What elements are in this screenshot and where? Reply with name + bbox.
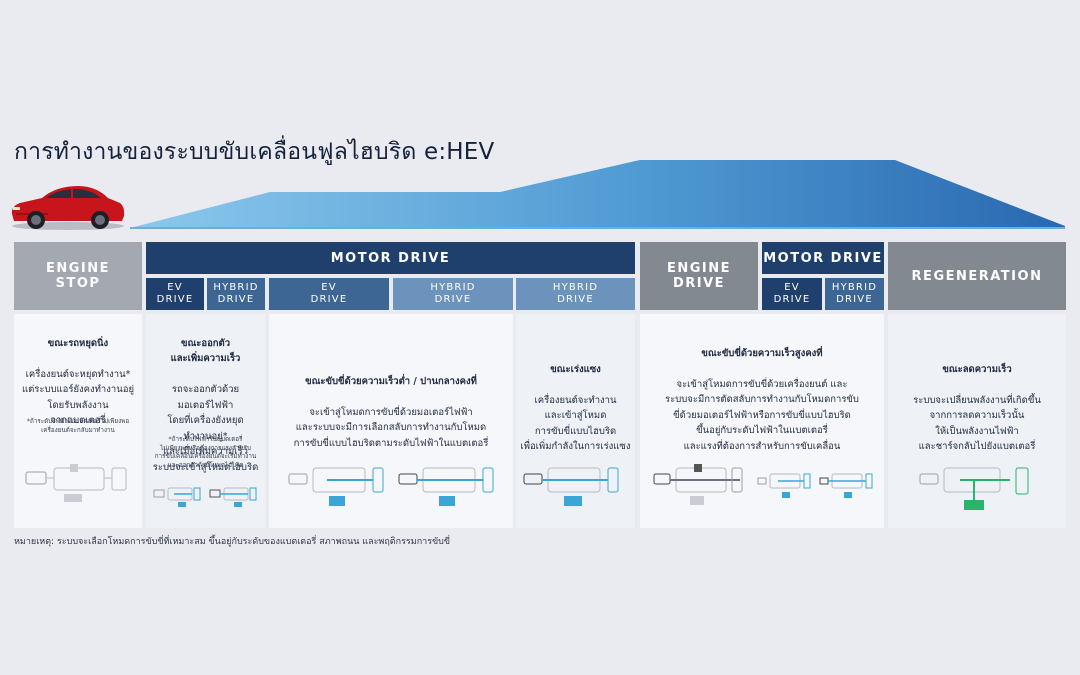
column-regeneration: ขณะลดความเร็ว ระบบจะเปลี่ยนพลังงานที่เกิ… bbox=[888, 314, 1066, 528]
column-body: เครื่องยนต์จะทำงาน และเข้าสู่โหมด การขับ… bbox=[520, 394, 631, 453]
column-start-accelerate: ขณะออกตัว และเพิ่มความเร็ว รถจะออกตัวด้ว… bbox=[146, 314, 265, 528]
header-regeneration: REGENERATION bbox=[888, 242, 1066, 310]
subheader-hybrid-drive: HYBRID DRIVE bbox=[393, 278, 513, 310]
car-image bbox=[11, 186, 125, 230]
column-heading: ขณะออกตัว และเพิ่มความเร็ว bbox=[170, 337, 241, 365]
powertrain-diagram bbox=[919, 467, 1029, 510]
subheader-ev-drive: EV DRIVE bbox=[269, 278, 389, 310]
page-title: การทำงานของระบบขับเคลื่อนฟูลไฮบริด e:HEV bbox=[14, 139, 495, 165]
header-engine-drive: ENGINE DRIVE bbox=[640, 242, 758, 310]
powertrain-diagram bbox=[653, 464, 873, 505]
column-low-mid-speed: ขณะขับขี่ด้วยความเร็วต่ำ / ปานกลางคงที่ … bbox=[269, 314, 513, 528]
column-heading: ขณะลดความเร็ว bbox=[942, 363, 1012, 375]
header-engine-stop: ENGINE STOP bbox=[14, 242, 142, 310]
speed-profile-graphic bbox=[130, 160, 1065, 229]
column-high-speed: ขณะขับขี่ด้วยความเร็วสูงคงที่ จะเข้าสู่โ… bbox=[640, 314, 884, 528]
subheader-hybrid-drive: HYBRID DRIVE bbox=[825, 278, 884, 310]
column-note: *ถ้าระดับไฟฟ้าในแบตเตอรี่ไม่เพียงพอ เครื… bbox=[26, 418, 130, 434]
powertrain-diagram bbox=[288, 467, 494, 506]
subheader-ev-drive: EV DRIVE bbox=[146, 278, 204, 310]
header-motor-drive-2: MOTOR DRIVE bbox=[762, 242, 884, 274]
subheader-hybrid-drive: HYBRID DRIVE bbox=[207, 278, 265, 310]
column-note: *ถ้าระดับไฟฟ้าในแบตเตอรี่ ไม่เพียงพอหรือ… bbox=[154, 436, 257, 469]
column-heading: ขณะเร่งแซง bbox=[550, 363, 601, 375]
column-body: ระบบจะเปลี่ยนพลังงานที่เกิดขึ้น จากการลด… bbox=[913, 394, 1041, 453]
footnote: หมายเหตุ: ระบบจะเลือกโหมดการขับขี่ที่เหม… bbox=[14, 537, 451, 547]
column-overtaking: ขณะเร่งแซง เครื่องยนต์จะทำงาน และเข้าสู่… bbox=[516, 314, 635, 528]
column-engine-stop: ขณะรถหยุดนิ่ง เครื่องยนต์จะหยุดทำงาน* แต… bbox=[14, 314, 142, 528]
powertrain-diagram bbox=[523, 467, 619, 506]
powertrain-diagram bbox=[153, 487, 257, 507]
column-heading: ขณะขับขี่ด้วยความเร็วสูงคงที่ bbox=[701, 347, 823, 359]
column-body: เครื่องยนต์จะหยุดทำงาน* แต่ระบบแอร์ยังคง… bbox=[21, 368, 135, 427]
header-motor-drive: MOTOR DRIVE bbox=[146, 242, 635, 274]
column-heading: ขณะขับขี่ด้วยความเร็วต่ำ / ปานกลางคงที่ bbox=[305, 375, 477, 387]
column-body: จะเข้าสู่โหมดการขับขี่ด้วยมอเตอร์ไฟฟ้า แ… bbox=[293, 406, 489, 449]
column-body: รถจะออกตัวด้วย มอเตอร์ไฟฟ้า โดยที่เครื่อ… bbox=[152, 384, 259, 473]
column-body: จะเข้าสู่โหมดการขับขี่ด้วยเครื่องยนต์ แล… bbox=[665, 378, 859, 452]
subheader-ev-drive: EV DRIVE bbox=[762, 278, 822, 310]
subheader-hybrid-drive: HYBRID DRIVE bbox=[516, 278, 635, 310]
powertrain-diagram bbox=[25, 464, 127, 502]
column-heading: ขณะรถหยุดนิ่ง bbox=[47, 337, 109, 349]
